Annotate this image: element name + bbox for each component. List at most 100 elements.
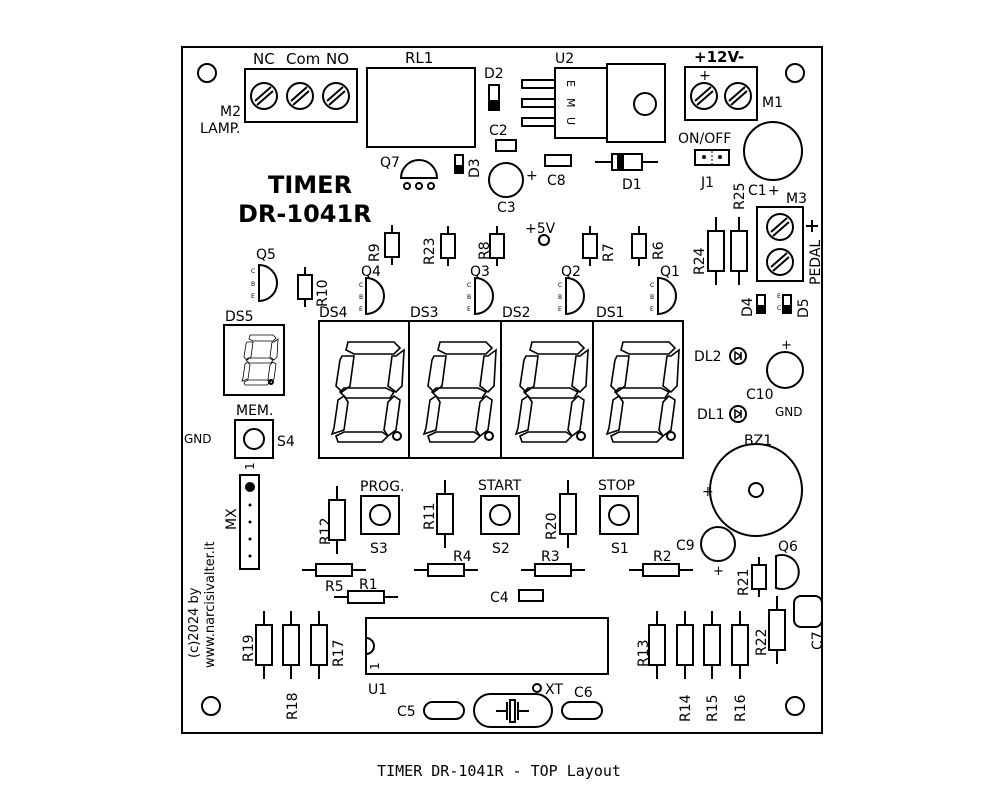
label-q2: Q2 xyxy=(561,264,581,280)
board-title: TIMER xyxy=(268,171,352,199)
button-s4-mem xyxy=(234,419,274,459)
display-ds1 xyxy=(592,320,684,459)
display-ds2 xyxy=(500,320,594,459)
label-q4-b: B xyxy=(359,294,363,301)
label-q2-b: B xyxy=(558,294,562,301)
label-plus-c9: + xyxy=(713,564,724,579)
transistor-q5 xyxy=(258,264,278,302)
label-c2: C2 xyxy=(489,123,508,139)
diagram-caption: TIMER DR-1041R - TOP Layout xyxy=(377,762,621,780)
label-c5: C5 xyxy=(397,704,416,720)
label-d4: D4 xyxy=(740,297,756,317)
label-gnd-left: GND xyxy=(184,432,212,446)
capacitor-c6 xyxy=(561,701,603,720)
resistor-r11 xyxy=(436,479,454,549)
label-u2-m: M xyxy=(564,98,577,108)
label-q6: Q6 xyxy=(778,539,798,555)
jumper-j1 xyxy=(694,149,730,166)
resistor-r18 xyxy=(282,610,300,680)
label-r2: R2 xyxy=(653,549,672,565)
label-plus5v: +5V xyxy=(525,221,556,237)
resistor-r20 xyxy=(559,479,577,549)
label-d2: D2 xyxy=(484,66,504,82)
capacitor-c3 xyxy=(488,162,524,198)
label-r14: R14 xyxy=(678,694,694,722)
label-q1-b: B xyxy=(650,294,654,301)
label-q4-c: C xyxy=(359,282,363,289)
label-c7: C7 xyxy=(810,631,826,650)
label-c9: C9 xyxy=(676,538,695,554)
label-r11: R11 xyxy=(422,502,438,530)
label-m2: M2 xyxy=(220,104,241,120)
label-r10: R10 xyxy=(315,279,331,307)
resistor-r7 xyxy=(582,225,598,267)
label-m3: M3 xyxy=(786,191,807,207)
capacitor-c9 xyxy=(700,526,736,562)
diode-d4 xyxy=(756,294,766,314)
capacitor-c2 xyxy=(495,139,517,152)
label-plus-c3: + xyxy=(526,168,538,184)
capacitor-c10 xyxy=(766,351,804,389)
display-ds5 xyxy=(223,324,285,396)
label-c1: C1 xyxy=(748,183,767,199)
regulator-u2 xyxy=(521,63,666,143)
label-gnd-right: GND xyxy=(775,405,803,419)
label-u2-u: U xyxy=(564,117,577,125)
label-u2-e: E xyxy=(564,80,577,87)
label-u2: U2 xyxy=(555,51,574,67)
display-ds3 xyxy=(408,320,502,459)
transistor-q3 xyxy=(474,277,494,315)
label-ds3: DS3 xyxy=(410,305,439,321)
label-q2-c: C xyxy=(558,282,562,289)
resistor-r16 xyxy=(731,610,749,680)
label-d5-c: C xyxy=(777,305,781,312)
label-mx-pin1: 1 xyxy=(243,462,257,470)
diode-d1 xyxy=(595,153,658,171)
label-com: Com xyxy=(286,50,320,68)
copyright-line1: (c)2024 by xyxy=(187,587,202,658)
label-plus-c1: + xyxy=(768,183,780,199)
label-pedal: PEDAL xyxy=(808,240,824,285)
terminal-block-m2 xyxy=(244,68,358,123)
buzzer-bz1 xyxy=(709,443,803,537)
label-q5-e: E xyxy=(251,293,255,300)
label-q3: Q3 xyxy=(470,264,490,280)
label-c4: C4 xyxy=(490,590,509,606)
label-r1: R1 xyxy=(359,577,378,593)
label-ds4: DS4 xyxy=(319,305,348,321)
button-s3-prog xyxy=(360,495,400,535)
capacitor-c8 xyxy=(544,154,572,167)
label-d5-e: E xyxy=(777,293,781,300)
label-start: START xyxy=(478,478,522,494)
display-ds4 xyxy=(318,320,410,459)
label-s4: S4 xyxy=(277,434,295,450)
label-r6: R6 xyxy=(651,241,667,260)
label-d5: D5 xyxy=(796,298,812,318)
label-r19: R19 xyxy=(241,634,257,662)
button-s1-stop xyxy=(599,495,639,535)
label-q1-e: E xyxy=(650,306,654,313)
diode-d5 xyxy=(782,294,792,314)
label-j1: J1 xyxy=(700,175,714,191)
label-q4-e: E xyxy=(359,306,363,313)
label-plus-m1: + xyxy=(699,68,711,84)
button-s2-start xyxy=(480,495,520,535)
transistor-q7 xyxy=(399,159,439,190)
label-plus-c10: + xyxy=(781,338,792,353)
label-no: NO xyxy=(326,50,349,68)
label-u1-pin1: 1 xyxy=(368,662,382,670)
led-dl2 xyxy=(729,347,747,365)
transistor-q4 xyxy=(365,277,385,315)
resistor-r2 xyxy=(628,563,694,577)
resistor-r4 xyxy=(413,563,479,577)
transistor-q2 xyxy=(565,277,585,315)
resistor-r14 xyxy=(676,610,694,680)
label-s3: S3 xyxy=(370,541,388,557)
label-r22: R22 xyxy=(754,628,770,656)
resistor-r5 xyxy=(301,563,367,577)
resistor-r17 xyxy=(310,610,328,680)
label-r21: R21 xyxy=(736,568,752,596)
mounting-hole xyxy=(785,63,805,83)
label-r25: R25 xyxy=(732,182,748,210)
